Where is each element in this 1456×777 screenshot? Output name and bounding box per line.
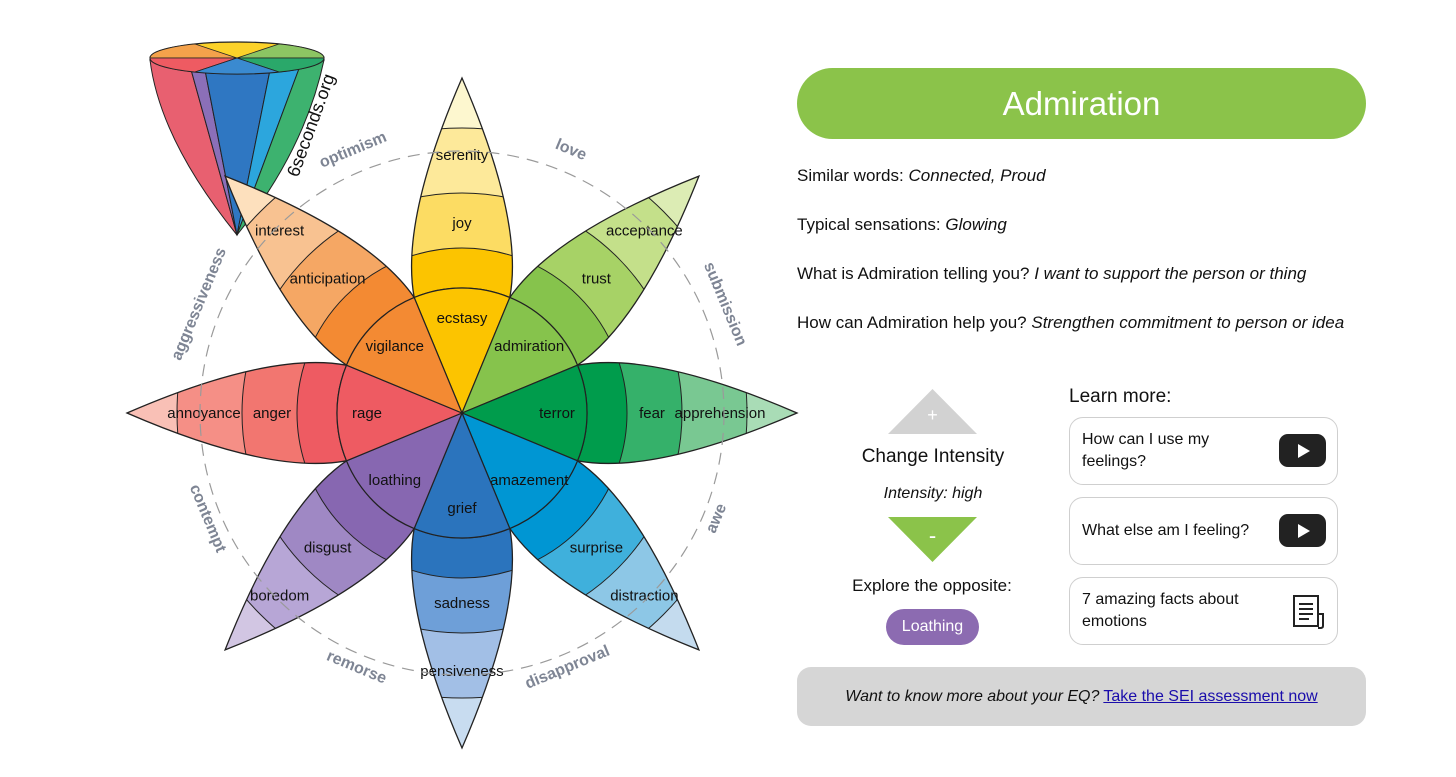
learn-card-use-feelings[interactable]: How can I use my feelings?	[1069, 417, 1338, 485]
petal-purple: boredom disgust loathing	[223, 411, 464, 652]
emotion-label-rage[interactable]: rage	[352, 405, 382, 422]
emotion-label-surprise[interactable]: surprise	[570, 539, 623, 556]
emotion-label-terror[interactable]: terror	[539, 405, 575, 422]
emotion-message-value: I want to support the person or thing	[1034, 264, 1307, 283]
emotion-label-trust[interactable]: trust	[582, 271, 612, 288]
similar-words: Similar words: Connected, Proud	[797, 166, 1046, 186]
petal-green: apprehension fear terror	[460, 361, 799, 465]
intensity-level: Intensity: high	[883, 485, 983, 502]
dyad-label-remorse: remorse	[324, 648, 389, 688]
typical-sensations: Typical sensations: Glowing	[797, 215, 1007, 235]
petal-orange: interest anticipation vigilance	[223, 174, 464, 415]
learn-card-label: How can I use my feelings?	[1082, 431, 1210, 470]
dyad-label-submission: submission	[700, 260, 750, 349]
emotion-label-ecstasy[interactable]: ecstasy	[437, 310, 488, 327]
increase-intensity-button[interactable]: +	[888, 389, 977, 434]
dyad-label-disapproval: disapproval	[523, 643, 612, 693]
petal-lightgreen: acceptance trust admiration	[460, 174, 701, 415]
learn-card-what-else[interactable]: What else am I feeling?	[1069, 497, 1338, 565]
plus-icon: +	[927, 405, 938, 425]
typical-sensations-label: Typical sensations:	[797, 215, 941, 234]
play-video-icon	[1279, 514, 1326, 547]
similar-words-value: Connected, Proud	[908, 166, 1046, 185]
emotion-title[interactable]: Admiration	[797, 68, 1366, 139]
change-intensity-label: Change Intensity	[861, 446, 1005, 467]
learn-card-label: What else am I feeling?	[1082, 522, 1250, 539]
dyad-ring	[199, 150, 725, 676]
emotion-label-distraction[interactable]: distraction	[610, 587, 678, 604]
explore-opposite-label: Explore the opposite:	[852, 576, 1012, 595]
article-icon	[1293, 595, 1324, 629]
petal-red: annoyance anger rage	[125, 361, 464, 465]
dyad-label-aggressiveness: aggressiveness	[168, 245, 230, 363]
decrease-intensity-button[interactable]: -	[888, 517, 977, 562]
emotion-label-grief[interactable]: grief	[447, 500, 477, 517]
wheel-petals: serenity joy ecstasy acceptance trust admirat…	[125, 76, 799, 750]
petal-yellow: serenity joy ecstasy	[410, 76, 514, 415]
emotion-label-boredom[interactable]: boredom	[250, 587, 309, 604]
learn-card-label: 7 amazing facts about emotions	[1082, 591, 1239, 630]
sei-banner: Want to know more about your EQ? Take th…	[797, 667, 1366, 726]
emotion-label-admiration[interactable]: admiration	[494, 338, 564, 355]
petal-darkblue: pensiveness sadness grief	[410, 411, 514, 750]
emotion-label-annoyance[interactable]: annoyance	[167, 405, 240, 422]
emotion-help-value: Strengthen commitment to person or idea	[1031, 313, 1345, 332]
opposite-emotion-button[interactable]: Loathing	[886, 609, 979, 645]
emotion-wheel: 6seconds.org serenityjoyecstasyacceptanc…	[125, 41, 799, 750]
emotion-label-amazement[interactable]: amazement	[490, 472, 569, 489]
emotion-help: How can Admiration help you? Strengthen …	[797, 313, 1344, 333]
emotion-label-fear[interactable]: fear	[639, 405, 665, 422]
learn-card-facts[interactable]: 7 amazing facts about emotions	[1069, 577, 1338, 645]
emotion-label-anticipation[interactable]: anticipation	[290, 271, 366, 288]
emotion-label-vigilance[interactable]: vigilance	[366, 338, 424, 355]
typical-sensations-value: Glowing	[945, 215, 1007, 234]
emotion-label-interest[interactable]: interest	[255, 223, 305, 240]
play-video-icon	[1279, 434, 1326, 467]
similar-words-label: Similar words:	[797, 166, 904, 185]
learn-more-heading: Learn more:	[1069, 386, 1172, 407]
sei-question: Want to know more about your EQ?	[845, 687, 1100, 705]
emotion-label-anger[interactable]: anger	[253, 405, 291, 422]
emotion-label-disgust[interactable]: disgust	[304, 539, 352, 556]
emotion-label-sadness[interactable]: sadness	[434, 595, 490, 612]
petal-blue: distraction surprise amazement	[460, 411, 701, 652]
dyad-label-contempt: contempt	[186, 482, 230, 556]
sei-assessment-link[interactable]: Take the SEI assessment now	[1103, 687, 1318, 705]
emotion-message-label: What is Admiration telling you?	[797, 264, 1030, 283]
emotion-label-loathing[interactable]: loathing	[369, 472, 422, 489]
emotion-label-acceptance[interactable]: acceptance	[606, 223, 683, 240]
emotion-label-serenity[interactable]: serenity	[436, 147, 489, 164]
emotion-label-joy[interactable]: joy	[451, 215, 472, 232]
dyad-label-love: love	[553, 136, 589, 164]
dyad-label-awe: awe	[703, 501, 730, 536]
emotion-label-pensiveness[interactable]: pensiveness	[420, 663, 503, 680]
emotion-message: What is Admiration telling you? I want t…	[797, 264, 1306, 284]
minus-icon: -	[929, 523, 936, 548]
emotion-help-label: How can Admiration help you?	[797, 313, 1027, 332]
emotion-label-apprehension[interactable]: apprehension	[675, 405, 766, 422]
